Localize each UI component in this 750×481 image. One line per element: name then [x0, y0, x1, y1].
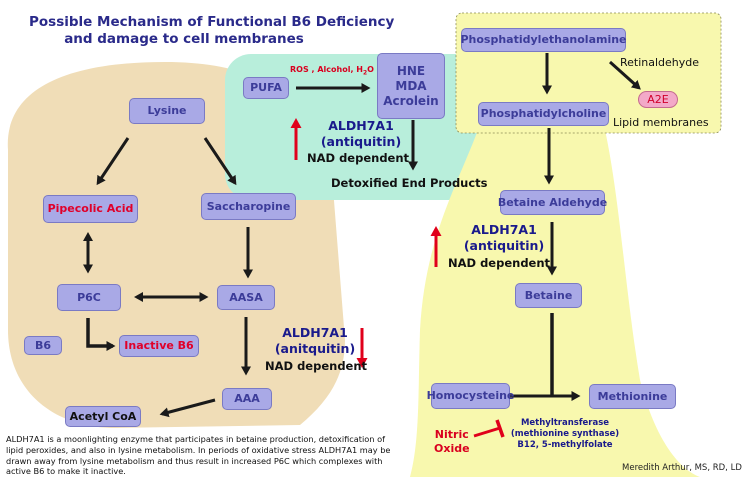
enzyme-top-alias: (antiquitin): [320, 134, 402, 150]
methionine-synthase-text: (methionine synthase): [510, 429, 620, 440]
aasa-node: AASA: [217, 285, 275, 310]
phosphatidylcholine-node: Phosphatidylcholine: [478, 102, 609, 126]
b6-node: B6: [24, 336, 62, 355]
acrolein-label: Acrolein: [383, 93, 439, 108]
oxide-text: Oxide: [434, 442, 470, 456]
ros-text: ROS , Alcohol, H: [290, 65, 363, 74]
ros-label: ROS , Alcohol, H2O: [290, 65, 374, 77]
p6c-node: P6C: [57, 284, 121, 311]
nitric-oxide-label: Nitric Oxide: [434, 428, 470, 457]
b12-text: B12, 5-methylfolate: [517, 440, 613, 451]
arrow-lysine-to-pipecolic: [96, 137, 130, 186]
arrow-retinaldehyde-to-a2e: [608, 60, 641, 90]
ros-subscript: 2: [362, 69, 368, 77]
acetyl-coa-node: Acetyl CoA: [65, 406, 141, 427]
retinaldehyde-label: Retinaldehyde: [620, 56, 700, 69]
nad-dependent-top: NAD dependent: [307, 151, 410, 165]
homocysteine-node: Homocysteine: [427, 383, 514, 409]
enzyme-label-right: ALDH7A1 (antiquitin): [456, 222, 552, 255]
enzyme-right-alias: (antiquitin): [463, 238, 545, 254]
nitric-text: Nitric: [434, 428, 469, 441]
arrow-aaa-to-acetyl-coa: [159, 398, 216, 418]
enzyme-label-bottom: ALDH7A1 (anitquitin): [268, 325, 362, 358]
enzyme-label-top: ALDH7A1 (antiquitin): [313, 118, 409, 151]
mda-label: MDA: [395, 78, 427, 93]
nad-dependent-bottom: NAD dependent: [265, 359, 368, 373]
explanatory-note: ALDH7A1 is a moonlighting enzyme that pa…: [6, 434, 391, 477]
betaine-aldehyde-node: Betaine Aldehyde: [498, 190, 607, 215]
title-line-2: and damage to cell membranes: [64, 30, 304, 47]
nad-dependent-right: NAD dependent: [448, 256, 551, 270]
lysine-node: Lysine: [129, 98, 205, 124]
diagram-title: Possible Mechanism of Functional B6 Defi…: [29, 14, 395, 48]
pipecolic-acid-node: Pipecolic Acid: [43, 195, 138, 223]
methyltransferase-text: Methyltransferase: [520, 418, 610, 428]
a2e-node: A2E: [638, 91, 678, 108]
enzyme-bottom-name: ALDH7A1: [282, 325, 348, 340]
inhibition-b6-to-inactive: [86, 318, 116, 351]
title-line-1: Possible Mechanism of Functional B6 Defi…: [29, 14, 395, 30]
nitric-oxide-inhibition: [473, 426, 501, 438]
enzyme-right-name: ALDH7A1: [471, 222, 537, 237]
phosphatidylethanolamine-node: Phosphatidylethanolamine: [460, 28, 627, 52]
author-credit: Meredith Arthur, MS, RD, LD: [622, 463, 742, 473]
saccharopine-node: Saccharopine: [201, 193, 296, 220]
inactive-b6-node: Inactive B6: [119, 335, 199, 357]
arrow-lysine-to-saccharopine: [203, 137, 237, 186]
hne-label: HNE: [396, 63, 426, 78]
pufa-node: PUFA: [243, 77, 289, 99]
methyltransferase-label: Methyltransferase (methionine synthase) …: [505, 418, 625, 451]
betaine-node: Betaine: [515, 283, 582, 308]
aaa-node: AAA: [222, 388, 272, 410]
lipid-membranes-label: Lipid membranes: [613, 116, 709, 129]
detoxified-end-products: Detoxified End Products: [331, 176, 488, 190]
hne-mda-acrolein-node: HNE MDA Acrolein: [377, 53, 445, 119]
enzyme-bottom-alias: (anitquitin): [274, 341, 356, 357]
enzyme-top-name: ALDH7A1: [328, 118, 394, 133]
methionine-node: Methionine: [589, 384, 676, 409]
nitric-oxide-inhibition-bar: [495, 419, 505, 438]
ros-o: O: [367, 65, 374, 74]
